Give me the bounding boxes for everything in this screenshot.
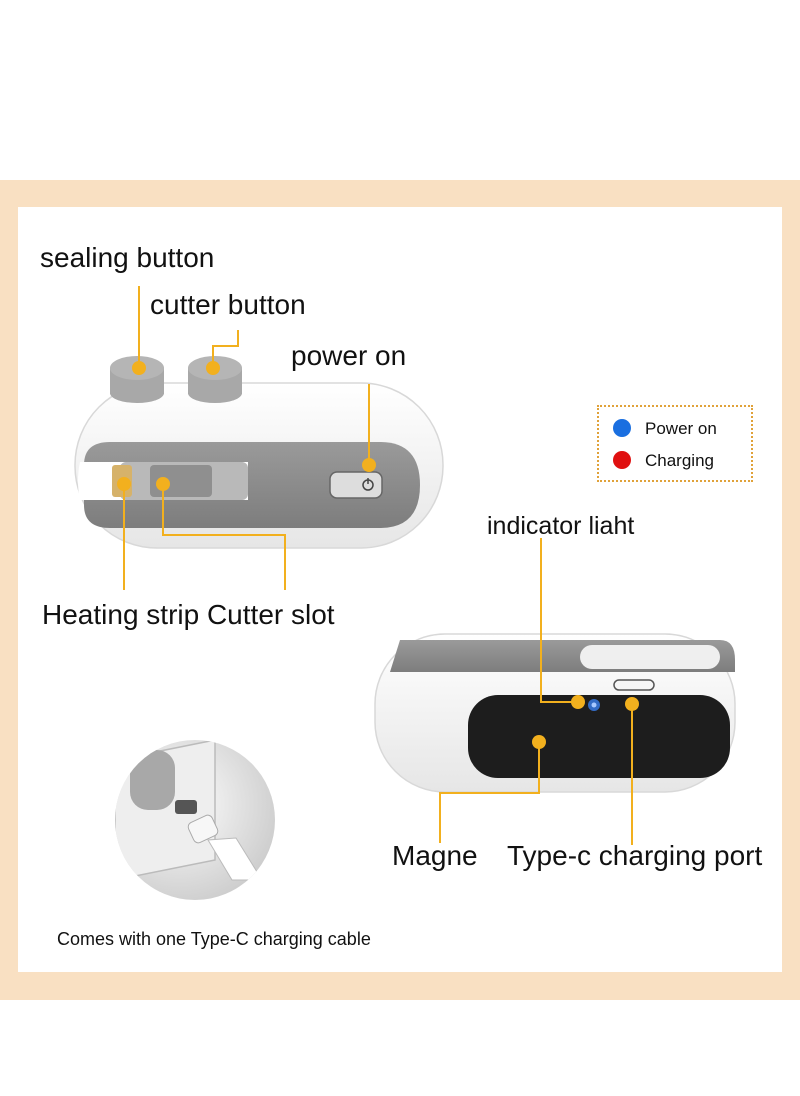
- sealer-top-view: [74, 356, 444, 549]
- cable-circle: [115, 740, 275, 900]
- legend-label-power-on: Power on: [645, 419, 717, 438]
- magnet-strip: [468, 695, 730, 778]
- legend-dot-power-on: [613, 419, 631, 437]
- indicator-light-label: indicator liaht: [487, 512, 635, 540]
- power-switch[interactable]: [329, 471, 383, 499]
- sealer-side-view: [374, 633, 736, 793]
- heating-strip-cutter-slot-label: Heating strip Cutter slot: [42, 599, 335, 630]
- magnet-label: Magne: [392, 840, 478, 871]
- legend-label-charging: Charging: [645, 451, 714, 470]
- cable-caption: Comes with one Type-C charging cable: [57, 929, 371, 949]
- callout-dots: [117, 361, 639, 749]
- legend-dot-charging: [613, 451, 631, 469]
- type-c-port: [613, 679, 655, 691]
- power-on-label: power on: [291, 340, 407, 371]
- sealing-button-label: sealing button: [40, 242, 215, 273]
- cutter-button-label: cutter button: [150, 289, 306, 320]
- callout-lines: [123, 286, 633, 845]
- indicator-legend: Power on Charging: [597, 405, 753, 482]
- type-c-port-label: Type-c charging port: [507, 840, 763, 871]
- power-icon: [362, 478, 374, 491]
